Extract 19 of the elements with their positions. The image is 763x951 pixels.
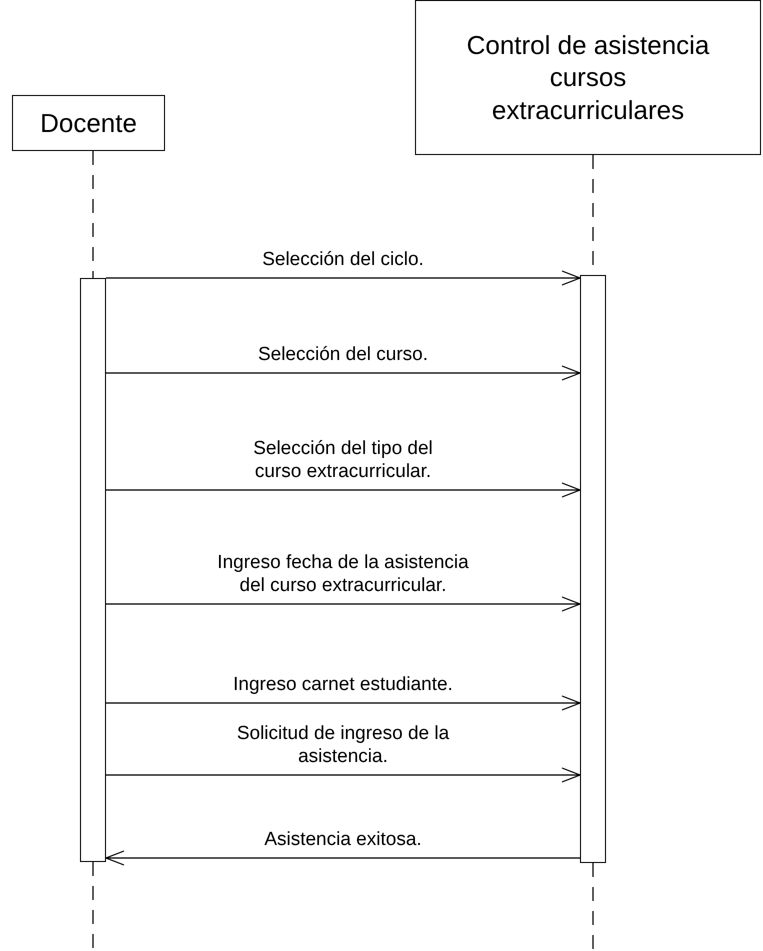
message-label: Selección del ciclo. [261, 248, 425, 272]
message-arrow [105, 850, 580, 866]
message-arrow [106, 695, 581, 711]
message-label: Asistencia exitosa. [263, 828, 423, 852]
message-label: Ingreso fecha de la asistencia del curso extracurricular. [216, 550, 470, 598]
lifeline-head: Control de asistencia cursos extracurriculares [415, 0, 761, 155]
message-arrow [106, 482, 581, 498]
lifeline-head: Docente [12, 95, 165, 151]
message-label: Selección del curso. [256, 343, 430, 367]
message-label: Selección del tipo del curso extracurricular. [252, 436, 434, 484]
activation-bar [580, 275, 606, 863]
message-arrow [106, 365, 581, 381]
message-arrow [106, 767, 581, 783]
activation-bar [80, 278, 106, 862]
lifeline [92, 151, 94, 278]
message-label: Solicitud de ingreso de la asistencia. [236, 722, 450, 769]
message-label: Ingreso carnet estudiante. [232, 673, 454, 697]
message-arrow [106, 596, 581, 612]
message-arrow [106, 270, 581, 286]
